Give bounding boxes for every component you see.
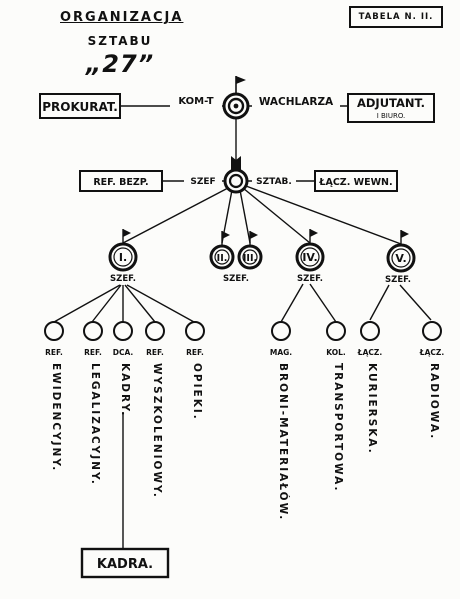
title-line-2: SZTABU [87, 34, 153, 48]
branch-name: WYSZKOLENIOWY. [151, 363, 163, 499]
division-numeral: V. [395, 252, 406, 265]
branch-name: KURIERSKA. [366, 363, 378, 455]
division-numeral: II. [217, 253, 228, 264]
branch-prefix: ŁĄCZ. [357, 348, 383, 357]
division-node-3: III. SZEF. [223, 231, 263, 284]
wachlarza-label-bg [252, 95, 340, 108]
branch-node-3: DCA. KADRY. [113, 321, 134, 417]
branch-prefix: REF. [146, 348, 164, 357]
branch-name: OPIEKI. [191, 363, 203, 421]
branch-name: RADIOWA. [428, 363, 440, 440]
division-node-5: V. SZEF. [385, 230, 416, 285]
ref-bezp-label: REF. BEZP. [93, 177, 148, 188]
prokurat-box [39, 93, 121, 119]
szef-label: SZEF [190, 177, 215, 187]
branch-node-2: REF. LEGALIZACYJNY. [83, 321, 103, 486]
branch-node-1: REF. EWIDENCYJNY. [44, 321, 64, 472]
staff-to-div1-line [122, 187, 229, 244]
branch-prefix: REF. [84, 348, 102, 357]
branch-node-9: ŁĄCZ. RADIOWA. [419, 321, 445, 440]
prokurat-label: PROKURAT. [42, 100, 118, 114]
chief-of-staff-node [223, 156, 249, 194]
div1-to-ref2-line [91, 284, 122, 323]
wachlarza-label: WACHLARZA [259, 96, 334, 108]
branch-name: TRANSPORTOWA. [332, 363, 344, 492]
division-node-1: I. SZEF. [108, 229, 138, 284]
sztab-label: SZTAB. [256, 177, 292, 187]
division-node-4: IV. SZEF. [295, 229, 325, 284]
staff-to-div4-line [242, 187, 311, 244]
branch-node-8: ŁĄCZ. KURIERSKA. [357, 321, 383, 455]
adjutant-sublabel: I BIURO. [377, 112, 406, 120]
div1-to-ref4-line [126, 284, 195, 323]
kadra-box [80, 547, 170, 579]
division-numeral: III. [243, 253, 257, 264]
branch-name: EWIDENCYJNY. [50, 363, 62, 472]
adjutant-label: ADJUTANT. [357, 96, 425, 110]
title-number: „27” [85, 50, 155, 78]
branch-node-4: REF. WYSZKOLENIOWY. [145, 321, 165, 499]
branch-prefix: DCA. [113, 348, 134, 357]
div1-to-ref1-line [53, 284, 121, 323]
branch-name: KADRY. [119, 363, 131, 417]
kadra-label: KADRA. [97, 557, 153, 572]
sztab-label-bg [252, 175, 296, 187]
table-label: TABELA N. II. [349, 6, 443, 28]
div1-to-ref3-line [124, 284, 156, 323]
div5-to-lacz1-line [369, 284, 390, 321]
adjutant-box [347, 93, 435, 123]
commander-node [222, 76, 250, 120]
div4-to-kol-line [309, 283, 337, 323]
division-nodes: I. SZEF. II. III. SZEF. IV. SZEF. V. SZEF. [108, 229, 416, 285]
div5-to-lacz2-line [399, 284, 432, 321]
staff-to-div5-line [245, 185, 402, 245]
lacz-wewn-label: ŁĄCZ. WEWN. [318, 177, 392, 188]
kom-t-label: KOM-T [178, 96, 213, 107]
division-szef-label: SZEF. [297, 274, 323, 284]
branch-prefix: KOL. [326, 348, 346, 357]
title-line-1: ORGANIZACJA [60, 10, 184, 25]
division-szef-label: SZEF. [385, 275, 411, 285]
div4-to-mag-line [280, 283, 304, 323]
division-node-2: II. [209, 231, 235, 270]
branch-node-5: REF. OPIEKI. [185, 321, 205, 421]
branch-prefix: ŁĄCZ. [419, 348, 445, 357]
szef-label-bg [184, 175, 222, 187]
staff-to-div3-line [239, 189, 251, 244]
branch-nodes: REF. EWIDENCYJNY. REF. LEGALIZACYJNY. DCA. KA… [44, 321, 445, 521]
division-numeral: IV. [302, 251, 317, 264]
branch-node-6: MAG. BRONI-MATERIAŁÓW. [270, 321, 292, 521]
lacz-wewn-box [314, 170, 398, 192]
division-szef-label: SZEF. [223, 274, 249, 284]
kom-t-label-bg [170, 95, 222, 107]
branch-prefix: REF. [186, 348, 204, 357]
branch-prefix: MAG. [270, 348, 292, 357]
branch-prefix: REF. [45, 348, 63, 357]
branch-node-7: KOL. TRANSPORTOWA. [326, 321, 346, 492]
division-numeral: I. [119, 251, 127, 264]
ref-bezp-box [79, 170, 163, 192]
branch-name: LEGALIZACYJNY. [89, 363, 101, 486]
division-szef-label: SZEF. [110, 274, 136, 284]
branch-name: BRONI-MATERIAŁÓW. [277, 363, 290, 521]
